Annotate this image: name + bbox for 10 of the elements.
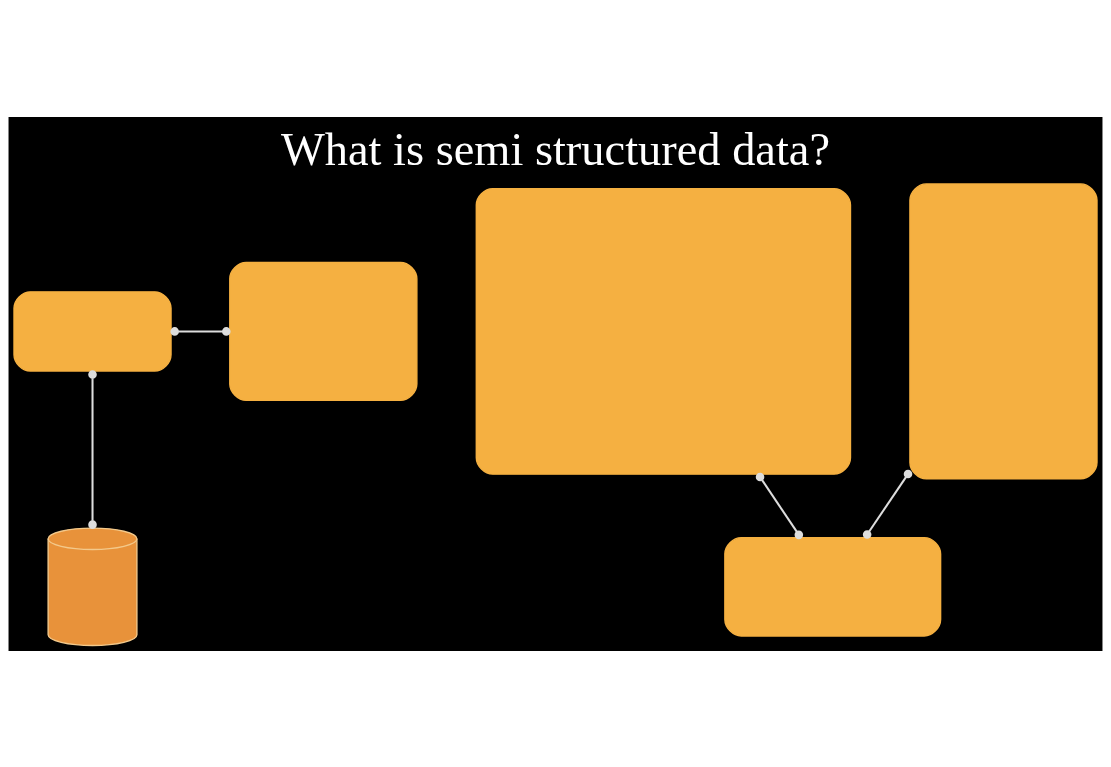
connector xyxy=(755,472,804,539)
connector xyxy=(170,326,231,336)
node-box xyxy=(909,182,1098,480)
connector xyxy=(862,469,913,539)
node-box xyxy=(13,290,172,372)
node-box xyxy=(229,261,418,401)
node-box xyxy=(724,536,942,637)
connector xyxy=(88,369,97,529)
node-box xyxy=(475,187,852,475)
diagram-title: What is semi structured data? xyxy=(280,123,831,175)
